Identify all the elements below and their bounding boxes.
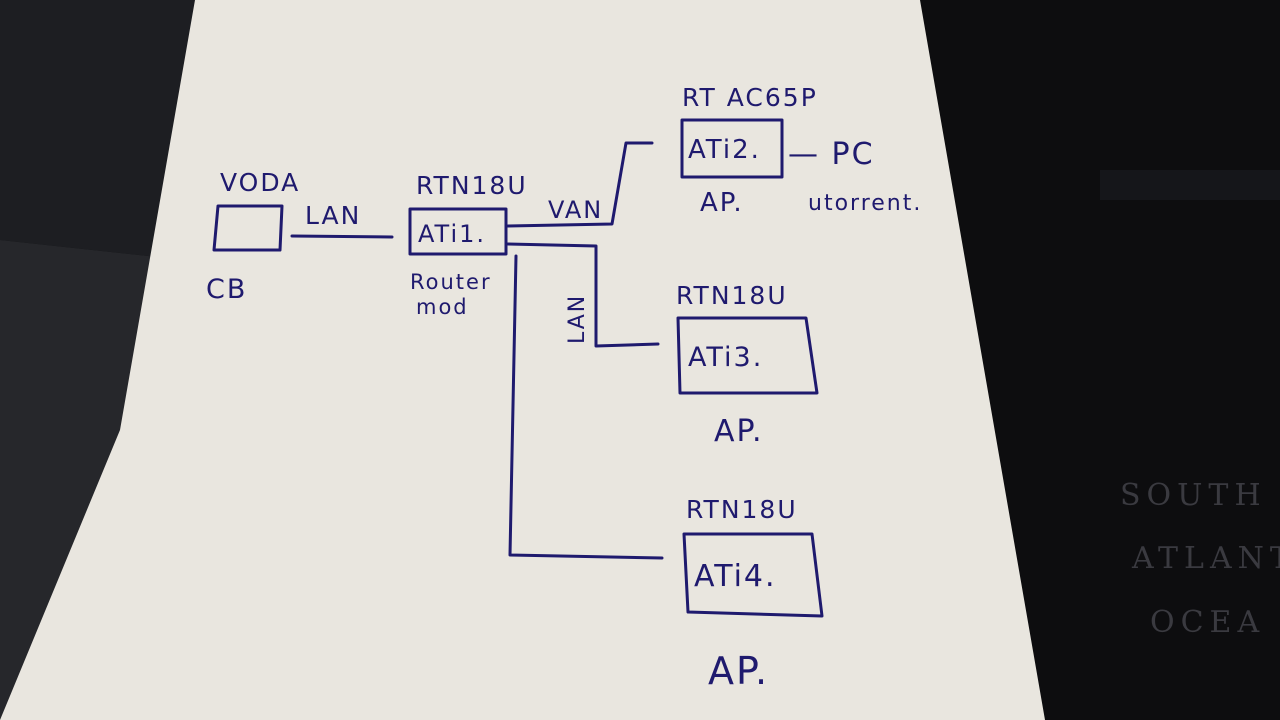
link-ati1-ati4: [508, 254, 664, 560]
ati4-model-label: RTN18U: [686, 495, 798, 524]
ati4-box: [682, 532, 824, 618]
link-voda-ati1-label: LAN: [305, 201, 361, 230]
paper-sheet: [0, 0, 1045, 720]
ati4-box-label: ATi4.: [694, 559, 777, 594]
voda-sub-label: CB: [206, 274, 247, 305]
bg-text-line3: OCEA: [1150, 605, 1265, 640]
ati1-model-label: RTN18U: [416, 171, 528, 200]
bg-text-line1: SOUTH: [1120, 478, 1267, 513]
bg-text-line2: ATLANT: [1131, 541, 1280, 576]
ati2-box-label: ATi2.: [688, 135, 761, 165]
background-reflection: [1100, 170, 1280, 200]
ati1-box: [408, 207, 508, 256]
voda-model-label: VODA: [220, 168, 300, 197]
ati3-model-label: RTN18U: [676, 281, 788, 310]
ati2-pc-note: utorrent.: [808, 191, 922, 216]
voda-box: [212, 204, 284, 252]
link-ati1-ati3: [506, 242, 660, 348]
link-voda-ati1: [290, 234, 394, 239]
ati1-role-line2: mod: [416, 295, 469, 319]
ati2-box: [680, 118, 784, 179]
ati2-model-label: RT AC65P: [682, 83, 818, 112]
background-object-top-left: [0, 0, 195, 260]
link-ati1-ati3-label: LAN: [565, 294, 590, 344]
ati4-role-label: AP.: [708, 649, 769, 693]
ati3-box-label: ATi3.: [688, 342, 763, 373]
ati2-role-label: AP.: [700, 188, 744, 218]
link-ati1-ati2-label: VAN: [548, 196, 603, 224]
ati1-role-line1: Router: [410, 270, 492, 294]
ati3-role-label: AP.: [714, 414, 763, 449]
ati2-pc-label: — PC: [788, 137, 875, 172]
ati1-box-label: ATi1.: [418, 220, 486, 248]
link-ati1-ati2: [506, 141, 654, 228]
ati3-box: [676, 316, 819, 395]
